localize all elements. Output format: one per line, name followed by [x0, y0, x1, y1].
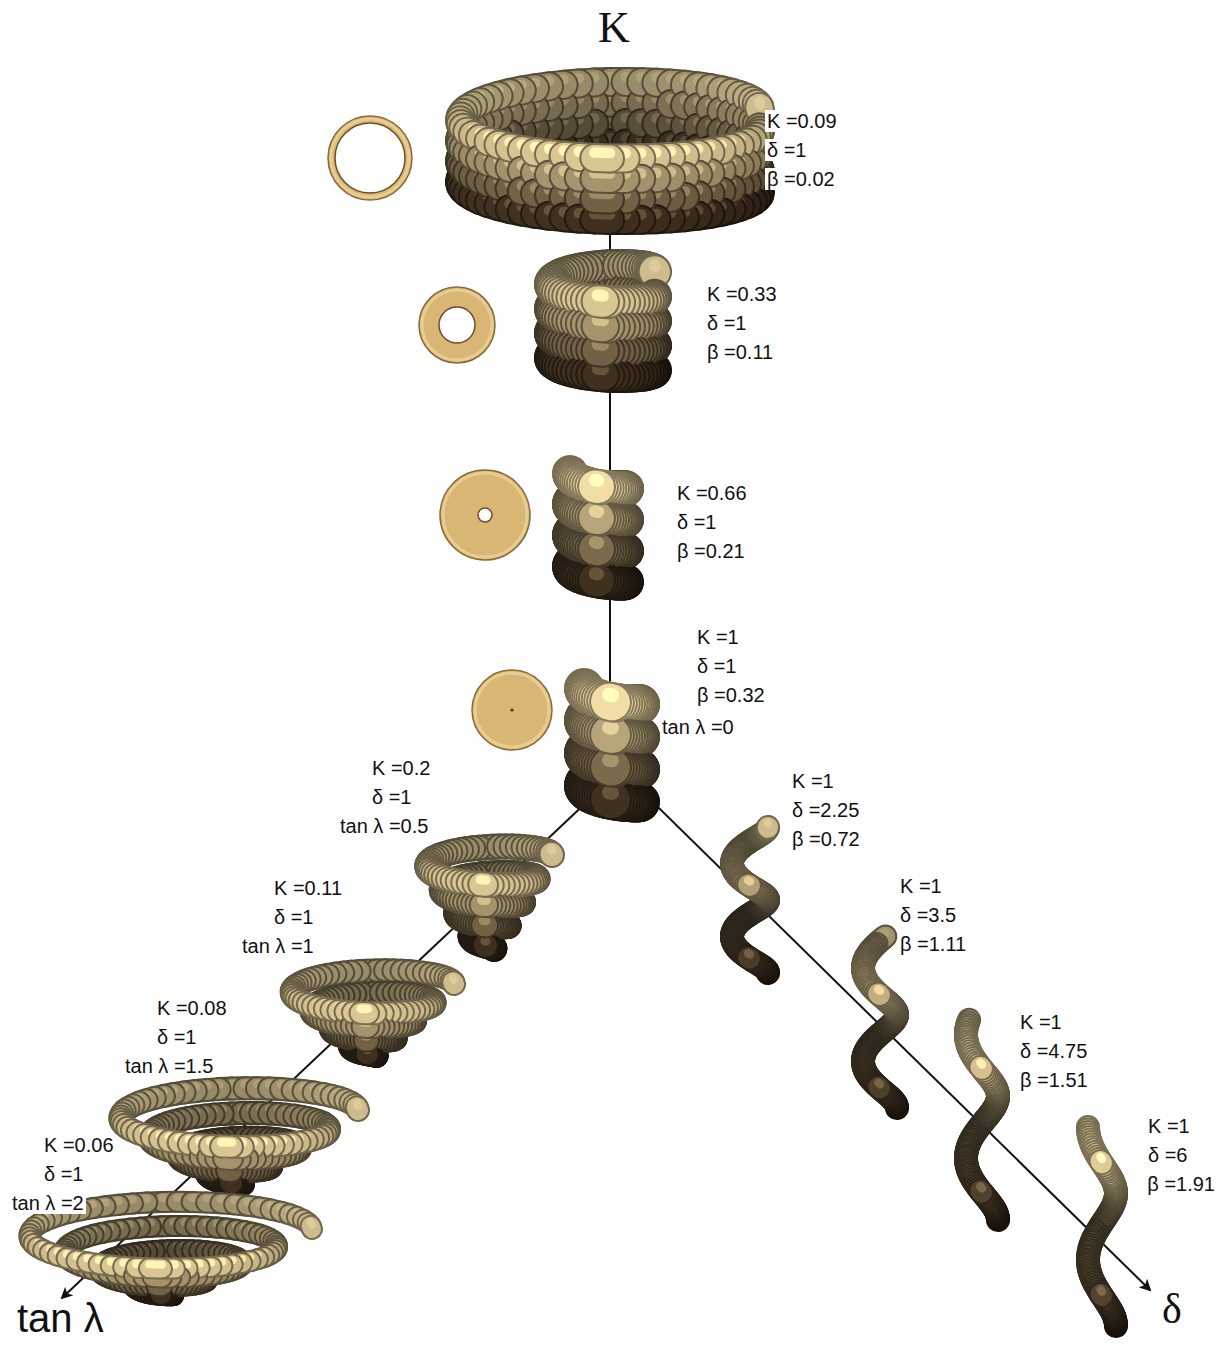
tube-highlight	[595, 574, 598, 575]
helices	[30, 77, 1117, 1326]
ring-hole	[335, 123, 405, 193]
top-view-ring	[328, 116, 412, 200]
tube-highlight	[594, 153, 610, 154]
tube-highlight	[598, 344, 603, 345]
center-dot	[511, 709, 514, 712]
tube-highlight	[759, 102, 760, 105]
ring-hole	[478, 508, 492, 522]
tube-highlight	[598, 320, 603, 321]
tube-highlight	[598, 295, 603, 296]
top-view-ring	[419, 287, 495, 363]
helix-coil	[460, 77, 760, 220]
ring-hole	[439, 307, 475, 343]
top-view-ring	[440, 470, 530, 560]
tube-highlight	[598, 369, 603, 370]
helix-coil	[570, 467, 626, 583]
helix-coil	[551, 260, 655, 376]
top-view-ring	[472, 670, 552, 750]
